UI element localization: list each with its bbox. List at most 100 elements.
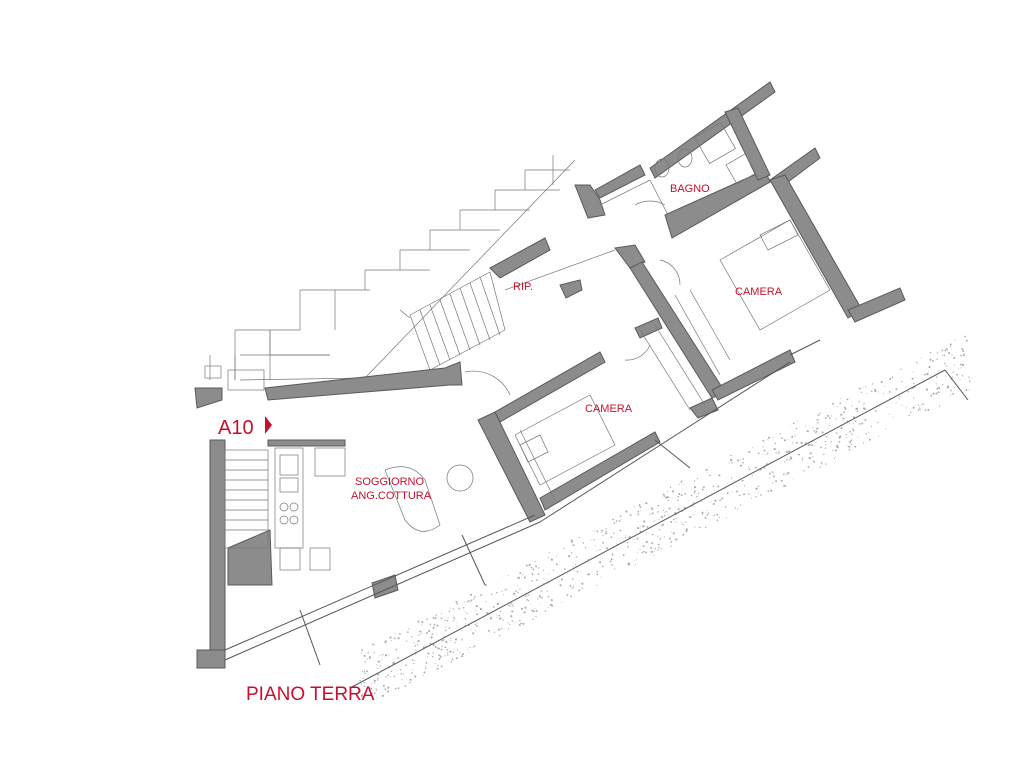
gravel-dot	[681, 521, 683, 523]
gravel-dot	[382, 684, 385, 687]
gravel-dot	[605, 532, 607, 535]
gravel-dot	[951, 354, 953, 356]
gravel-dot	[458, 607, 460, 610]
gravel-dot	[856, 407, 859, 410]
gravel-dot	[968, 389, 970, 391]
gravel-dot	[770, 489, 773, 492]
gravel-dot	[523, 576, 526, 579]
gravel-dot	[895, 402, 897, 404]
gravel-dot	[701, 500, 703, 502]
gravel-dot	[522, 622, 525, 625]
gravel-dot	[801, 459, 804, 461]
gravel-dot	[434, 645, 437, 648]
gravel-dot	[432, 626, 435, 629]
room-label-ripostiglio: RIP.	[513, 281, 533, 293]
gravel-dot	[440, 648, 443, 651]
gravel-dot	[662, 493, 665, 496]
gravel-dot	[427, 652, 430, 655]
gravel-dot	[429, 623, 431, 626]
gravel-dot	[968, 380, 971, 383]
gravel-dot	[394, 633, 396, 635]
gravel-dot	[405, 664, 407, 667]
gravel-dot	[886, 406, 888, 408]
gravel-dot	[538, 567, 540, 569]
gravel-dot	[518, 624, 521, 626]
gravel-dot	[409, 678, 412, 681]
gravel-dot	[697, 492, 700, 494]
gravel-dot	[599, 549, 601, 551]
exterior-stairs	[209, 155, 576, 381]
gravel-dot	[512, 592, 515, 595]
gravel-dot	[390, 670, 393, 673]
gravel-dot	[447, 617, 449, 619]
gravel-dot	[925, 388, 928, 391]
gravel-dot	[833, 457, 836, 460]
gravel-dot	[909, 411, 912, 414]
gravel-dot	[657, 535, 659, 537]
room-label-soggiorno: SOGGIORNO	[355, 476, 425, 488]
gravel-dot	[865, 385, 867, 388]
gravel-dot	[498, 628, 501, 631]
gravel-dot	[843, 411, 845, 414]
gravel-dot	[593, 530, 595, 532]
gravel-dot	[519, 572, 522, 575]
gravel-dot	[425, 632, 428, 634]
gravel-dot	[825, 463, 827, 465]
gravel-dot	[578, 589, 581, 592]
gravel-dot	[393, 637, 396, 640]
gravel-dot	[569, 584, 572, 587]
gravel-dot	[615, 520, 618, 522]
gravel-dot	[421, 620, 424, 624]
gravel-dot	[667, 499, 669, 502]
gravel-dot	[650, 546, 653, 549]
gravel-dot	[889, 377, 892, 380]
facade-lines	[224, 339, 969, 689]
gravel-dot	[704, 516, 707, 519]
gravel-dot	[519, 588, 521, 590]
gravel-dot	[550, 599, 553, 602]
gravel-dot	[445, 626, 447, 628]
gravel-dot	[642, 545, 645, 548]
gravel-dot	[734, 480, 736, 482]
gravel-dot	[509, 623, 511, 625]
gravel-dot	[817, 422, 819, 424]
gravel-dot	[835, 418, 837, 420]
gravel-dot	[870, 426, 872, 428]
gravel-dot	[502, 619, 504, 621]
gravel-dot	[832, 449, 834, 451]
gravel-dot	[917, 409, 920, 411]
gravel-dot	[431, 655, 434, 658]
gravel-dot	[572, 566, 575, 568]
gravel-dot	[581, 587, 583, 589]
gravel-dot	[370, 692, 372, 694]
gravel-dot	[651, 533, 654, 536]
gravel-dot	[440, 617, 443, 620]
gravel-dot	[417, 640, 420, 643]
gravel-dot	[815, 441, 817, 443]
gravel-dot	[444, 619, 446, 621]
gravel-dot	[480, 594, 482, 596]
living-furniture	[384, 464, 474, 532]
gravel-dot	[912, 387, 914, 390]
gravel-dot	[626, 542, 629, 544]
gravel-dot	[778, 451, 780, 454]
gravel-dot	[791, 435, 794, 438]
gravel-dot	[767, 439, 769, 440]
gravel-dot	[599, 561, 602, 564]
gravel-dot	[414, 675, 417, 678]
gravel-dot	[593, 539, 595, 541]
gravel-dot	[739, 504, 742, 506]
gravel-dot	[874, 390, 877, 393]
gravel-dot	[670, 545, 672, 547]
gravel-dot	[366, 658, 368, 660]
gravel-dot	[730, 454, 732, 457]
gravel-dot	[772, 437, 774, 439]
gravel-dot	[523, 611, 526, 614]
gravel-dot	[694, 526, 696, 528]
gravel-dot	[511, 610, 514, 613]
gravel-dot	[819, 466, 821, 468]
gravel-dot	[712, 485, 714, 487]
gravel-dot	[941, 354, 943, 356]
gravel-dot	[958, 367, 959, 369]
gravel-dot	[948, 351, 951, 355]
